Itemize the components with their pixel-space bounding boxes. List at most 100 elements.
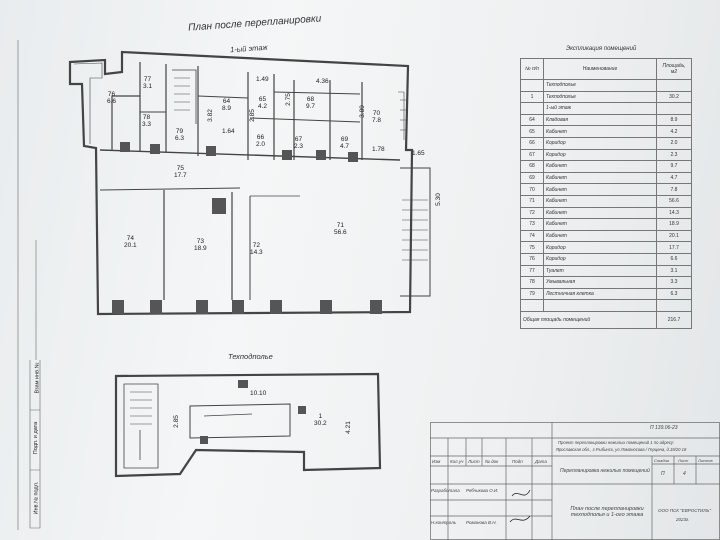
row-name: Кабинет bbox=[543, 194, 657, 208]
row-num bbox=[520, 102, 544, 115]
row-num: 77 bbox=[520, 264, 544, 278]
object-name: Перепланировка нежилых помещений bbox=[560, 468, 650, 474]
row-name: Кладовая bbox=[543, 113, 657, 127]
doc-code: П 139.06-23 bbox=[650, 425, 678, 431]
controller-name: Романова В.Н. bbox=[466, 520, 497, 525]
row-num: 70 bbox=[520, 183, 544, 196]
row-num: 76 bbox=[520, 252, 544, 266]
row-area: 6.3 bbox=[656, 287, 692, 301]
row-name: Коридор bbox=[543, 241, 657, 254]
row-name: Кабинет bbox=[543, 160, 657, 173]
total-row: Общая площадь помещений 216.7 bbox=[520, 310, 692, 329]
col-izm: Изм bbox=[432, 459, 441, 464]
row-area: 30.2 bbox=[656, 90, 692, 104]
row-num bbox=[520, 79, 544, 92]
side-label: Подп. и дата bbox=[33, 421, 40, 455]
row-num: 74 bbox=[520, 229, 544, 243]
row-area bbox=[656, 79, 692, 92]
total-value: 216.7 bbox=[656, 310, 692, 329]
drawing-title: План после перепланировки техподполья и … bbox=[570, 506, 644, 518]
row-num: 67 bbox=[520, 148, 544, 162]
row-area: 56.6 bbox=[656, 194, 692, 208]
org-name: ООО ПСК "ЕВРОСТИЛЬ" bbox=[658, 508, 711, 513]
row-name: Коридор bbox=[543, 136, 657, 150]
basement-title: Техподполье bbox=[228, 352, 273, 361]
table-row bbox=[520, 299, 692, 312]
developer-name: Рябчикова О.И. bbox=[466, 488, 499, 493]
explication-table: № п/п Наименование Площадь, м2 Техподпол… bbox=[520, 58, 692, 329]
dimension-label: 4.36 bbox=[316, 78, 329, 85]
row-area: 17.7 bbox=[656, 241, 692, 254]
row-name: Туалет bbox=[543, 264, 657, 278]
row-num: 72 bbox=[520, 206, 544, 220]
signature bbox=[509, 515, 531, 523]
row-area: 3.1 bbox=[656, 264, 692, 278]
row-name: Коридор bbox=[543, 148, 657, 162]
row-name: 1-ый этаж bbox=[543, 102, 657, 115]
col-doc: № док bbox=[485, 459, 499, 464]
row-area: 2.0 bbox=[656, 136, 692, 150]
row-name: Кабинет bbox=[543, 125, 657, 138]
row-num: 75 bbox=[520, 241, 544, 254]
row-area bbox=[656, 299, 692, 312]
year: 2023г. bbox=[676, 517, 690, 522]
dimension-label: 2.85 bbox=[248, 109, 256, 122]
row-name: Кабинет bbox=[543, 171, 657, 185]
table-row: 1-ый этаж bbox=[520, 102, 692, 115]
dimension-label: 1.65 bbox=[412, 150, 425, 157]
total-label: Общая площадь помещений bbox=[520, 310, 657, 329]
row-area bbox=[656, 102, 692, 115]
row-num: 69 bbox=[520, 171, 544, 185]
header-num: № п/п bbox=[520, 58, 544, 80]
row-area: 9.7 bbox=[656, 160, 692, 173]
row-name: Кабинет bbox=[543, 183, 657, 196]
col-list: Лист bbox=[468, 459, 480, 464]
explication-title: Экспликация помещений bbox=[566, 46, 637, 52]
row-name: Кабинет bbox=[543, 229, 657, 243]
dimension-label: 1.64 bbox=[222, 128, 235, 135]
row-area: 2.3 bbox=[656, 148, 692, 162]
sheet-header: Лист bbox=[678, 458, 689, 463]
dimension-label: 2.75 bbox=[284, 93, 292, 106]
row-name: Кабинет bbox=[543, 218, 657, 231]
col-podp: Подп bbox=[512, 459, 523, 464]
row-name bbox=[543, 299, 657, 312]
row-area: 14.3 bbox=[656, 206, 692, 220]
control-label: Н.контроль bbox=[431, 520, 457, 525]
row-area: 20.1 bbox=[656, 229, 692, 243]
header-area: Площадь, м2 bbox=[656, 58, 692, 80]
row-num bbox=[520, 299, 544, 312]
row-num: 64 bbox=[520, 113, 544, 127]
table-header: № п/п Наименование Площадь, м2 bbox=[520, 58, 692, 80]
row-name: Техподполье bbox=[543, 79, 657, 92]
row-name: Лестничная клетка bbox=[543, 287, 657, 301]
